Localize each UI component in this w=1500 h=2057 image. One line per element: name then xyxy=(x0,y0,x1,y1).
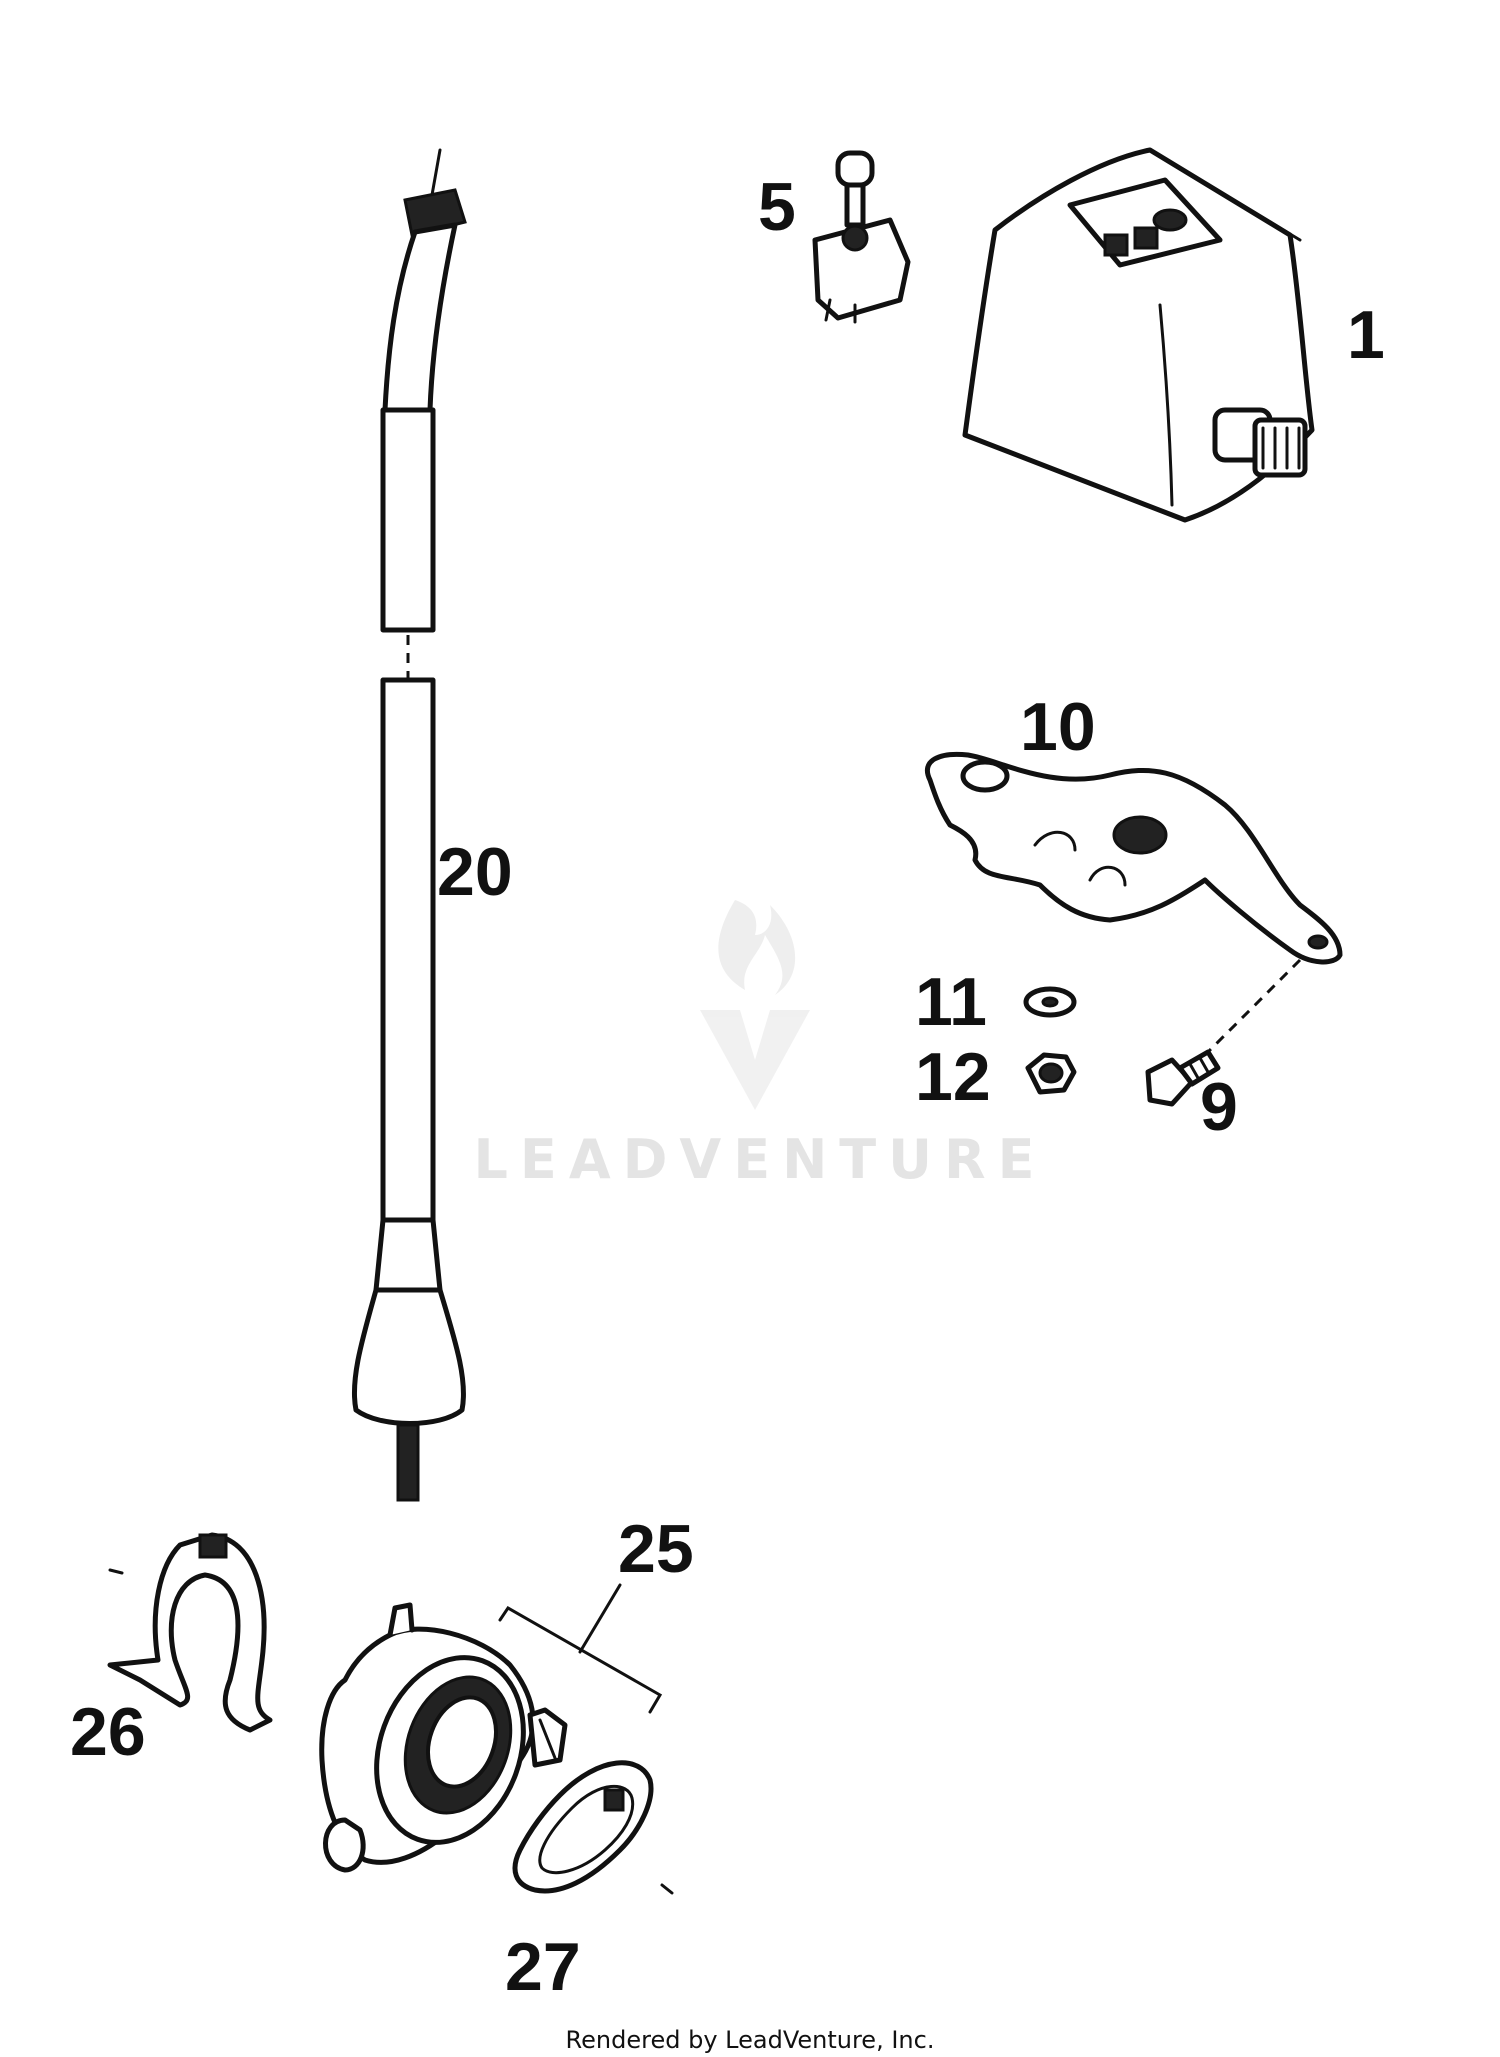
callout-5: 5 xyxy=(758,169,796,245)
lock-ring xyxy=(512,1760,674,1895)
callout-1: 1 xyxy=(1347,297,1385,373)
speedometer-drive-unit xyxy=(319,1602,568,1873)
callout-9: 9 xyxy=(1200,1069,1238,1145)
watermark-text: LEADVENTURE xyxy=(474,1128,1047,1191)
mounting-bracket xyxy=(925,751,1343,965)
speedometer-cable xyxy=(351,148,467,1502)
callout-20: 20 xyxy=(437,834,513,910)
callout-25-leader xyxy=(578,1583,622,1654)
callout-12: 12 xyxy=(915,1039,991,1115)
bolt-part xyxy=(1145,1049,1221,1107)
callout-11: 11 xyxy=(915,964,987,1040)
watermark-logo xyxy=(700,900,810,1110)
washer-part xyxy=(1023,986,1077,1018)
switch-part xyxy=(812,150,911,324)
nut-part xyxy=(1025,1052,1077,1095)
callout-27: 27 xyxy=(505,1929,581,2005)
render-credit: Rendered by LeadVenture, Inc. xyxy=(566,2026,935,2054)
retaining-clip xyxy=(107,1532,273,1733)
callout-25: 25 xyxy=(618,1511,694,1587)
callout-10: 10 xyxy=(1020,689,1096,765)
callout-25-bracket xyxy=(498,1606,663,1714)
bracket-leader-line xyxy=(1203,958,1302,1057)
speedometer-housing xyxy=(962,147,1315,523)
callout-26: 26 xyxy=(70,1694,146,1770)
